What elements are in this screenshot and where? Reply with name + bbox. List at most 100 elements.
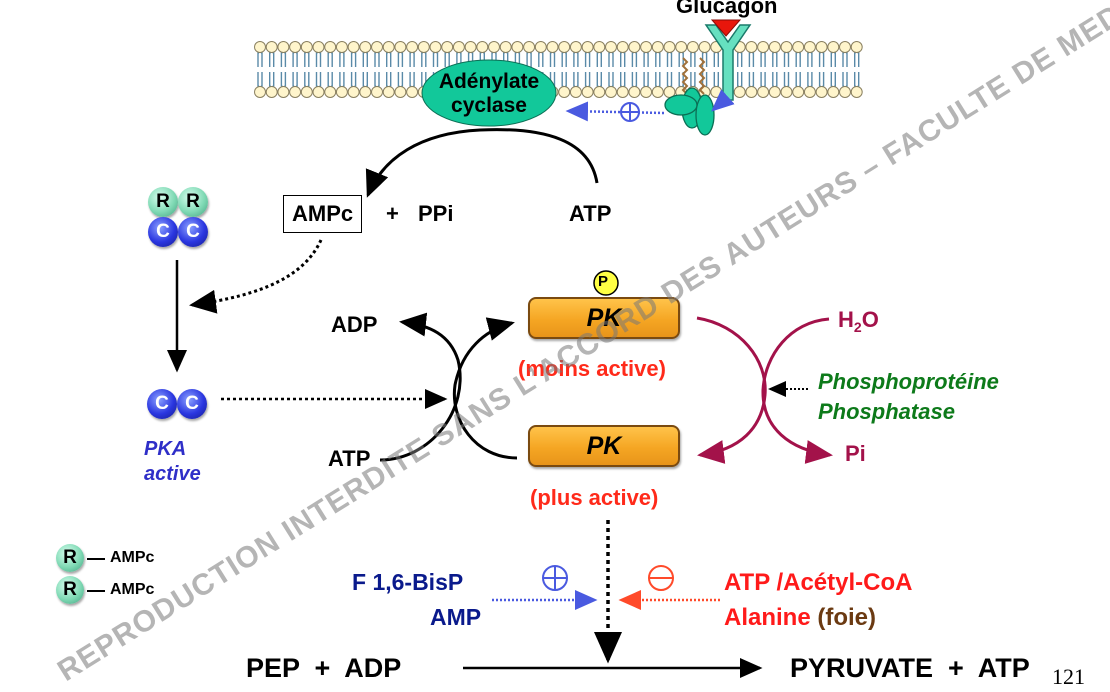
lipid-head: [827, 41, 840, 53]
lipid-tail: [842, 51, 848, 88]
adenylate-cyclase-label: Adénylate cyclase: [422, 70, 556, 118]
lipid-tail: [304, 51, 310, 88]
lipid-head: [300, 86, 313, 98]
lipid-head: [417, 41, 430, 53]
lipid-tail: [561, 51, 567, 88]
lipid-head: [324, 86, 337, 98]
lipid-head: [686, 41, 699, 53]
water-to-pi-arrow: [761, 317, 833, 464]
phosphate-badge-icon: [593, 270, 619, 296]
lipid-tail: [795, 51, 801, 88]
lipid-head: [382, 41, 395, 53]
glucagon-receptor-icon: [704, 19, 752, 101]
inhibitor-atp-acetylcoa: ATP /Acétyl-CoA: [724, 569, 913, 596]
lipid-tail: [409, 51, 415, 88]
lipid-head: [312, 86, 325, 98]
cell-membrane: [254, 41, 863, 98]
lipid-tail: [362, 51, 368, 88]
atp-label: ATP: [328, 446, 371, 471]
bond-line: [87, 590, 105, 592]
pk-dephosphorylated: PK: [528, 425, 680, 467]
lipid-head: [289, 41, 302, 53]
lipid-head: [839, 41, 851, 53]
lipid-head: [605, 41, 617, 53]
phosphatase-label: Phosphoprotéine Phosphatase: [818, 367, 999, 427]
catalytic-subunit: C: [178, 217, 208, 247]
lipid-head: [593, 86, 606, 98]
lipid-head: [710, 86, 723, 98]
lipid-head: [359, 86, 372, 98]
pk-phosphorylated: PK: [528, 297, 680, 339]
pka-active-label: PKA active: [144, 437, 201, 487]
lipid-head: [406, 86, 419, 98]
lipid-head: [850, 86, 863, 98]
alanine-text: Alanine: [724, 604, 811, 631]
lipid-head: [757, 41, 770, 53]
lipid-head: [511, 41, 524, 53]
lipid-head: [429, 41, 442, 53]
lipid-tail: [748, 51, 755, 88]
bond-line: [87, 558, 105, 560]
conversion-arrow: [365, 128, 599, 198]
lipid-tail: [596, 51, 602, 88]
pk-less-active-label: (moins active): [518, 356, 666, 381]
phosphorylation-arrow: [452, 317, 518, 460]
lipid-head: [265, 41, 278, 53]
lipid-tail: [830, 51, 836, 88]
lipid-tail: [713, 51, 719, 88]
inhibitor-alanine: Alanine (foie): [724, 606, 876, 630]
lipid-head: [569, 86, 582, 98]
lipid-head: [523, 41, 536, 53]
regulatory-subunit: R: [56, 544, 84, 572]
lipid-head: [768, 41, 781, 53]
lipid-tail: [292, 51, 298, 88]
lipid-tail: [807, 51, 813, 88]
lipid-head: [651, 86, 664, 98]
lipid-head: [371, 41, 383, 53]
lipid-head: [757, 86, 770, 98]
lipid-tail: [737, 51, 743, 88]
lipid-head: [827, 86, 840, 98]
reactants-label: PEP + ADP: [246, 653, 402, 683]
adenylate-cyclase-line1: Adénylate: [438, 70, 540, 93]
g-protein-icon: [664, 87, 715, 136]
lipid-tail: [374, 51, 380, 88]
lipid-head: [335, 41, 348, 53]
lipid-head: [803, 41, 816, 53]
lipid-tail: [257, 51, 263, 88]
lipid-tail: [666, 51, 673, 88]
lipid-tail: [783, 51, 790, 88]
catalytic-subunit: C: [147, 389, 177, 419]
lipid-head: [359, 41, 372, 53]
regulatory-subunit: R: [148, 187, 178, 217]
pi-label: Pi: [845, 441, 866, 466]
ampc-box: AMPc: [283, 195, 363, 233]
lipid-head: [277, 86, 290, 98]
lipid-head: [745, 41, 758, 53]
activation-plus-icon: [542, 565, 568, 591]
lipid-head: [792, 86, 805, 98]
inhibition-minus-icon: [648, 565, 674, 591]
activator-amp: AMP: [430, 604, 482, 630]
water-h: H: [838, 307, 854, 332]
glucagon-label: Glucagon: [676, 0, 778, 18]
water-subscript: 2: [853, 319, 862, 335]
plus-sign: +: [386, 201, 399, 226]
ampc-binding-arrow: [189, 239, 323, 314]
phosphatase-line2: Phosphatase: [818, 399, 955, 424]
lipid-tail: [339, 51, 345, 88]
products-label: PYRUVATE + ATP: [790, 653, 1030, 683]
lipid-head: [605, 86, 617, 98]
lipid-head: [324, 41, 337, 53]
lipid-tail: [690, 51, 696, 88]
lipid-head: [850, 41, 863, 53]
lipid-tail: [269, 51, 275, 88]
lipid-anchor-icon: [698, 57, 706, 95]
lipid-head: [312, 41, 325, 53]
lipid-head: [628, 41, 641, 53]
lipid-head: [768, 86, 781, 98]
lipid-head: [265, 86, 278, 98]
lipid-tail: [818, 51, 825, 88]
lipid-head: [347, 41, 360, 53]
lipid-head: [452, 41, 465, 53]
